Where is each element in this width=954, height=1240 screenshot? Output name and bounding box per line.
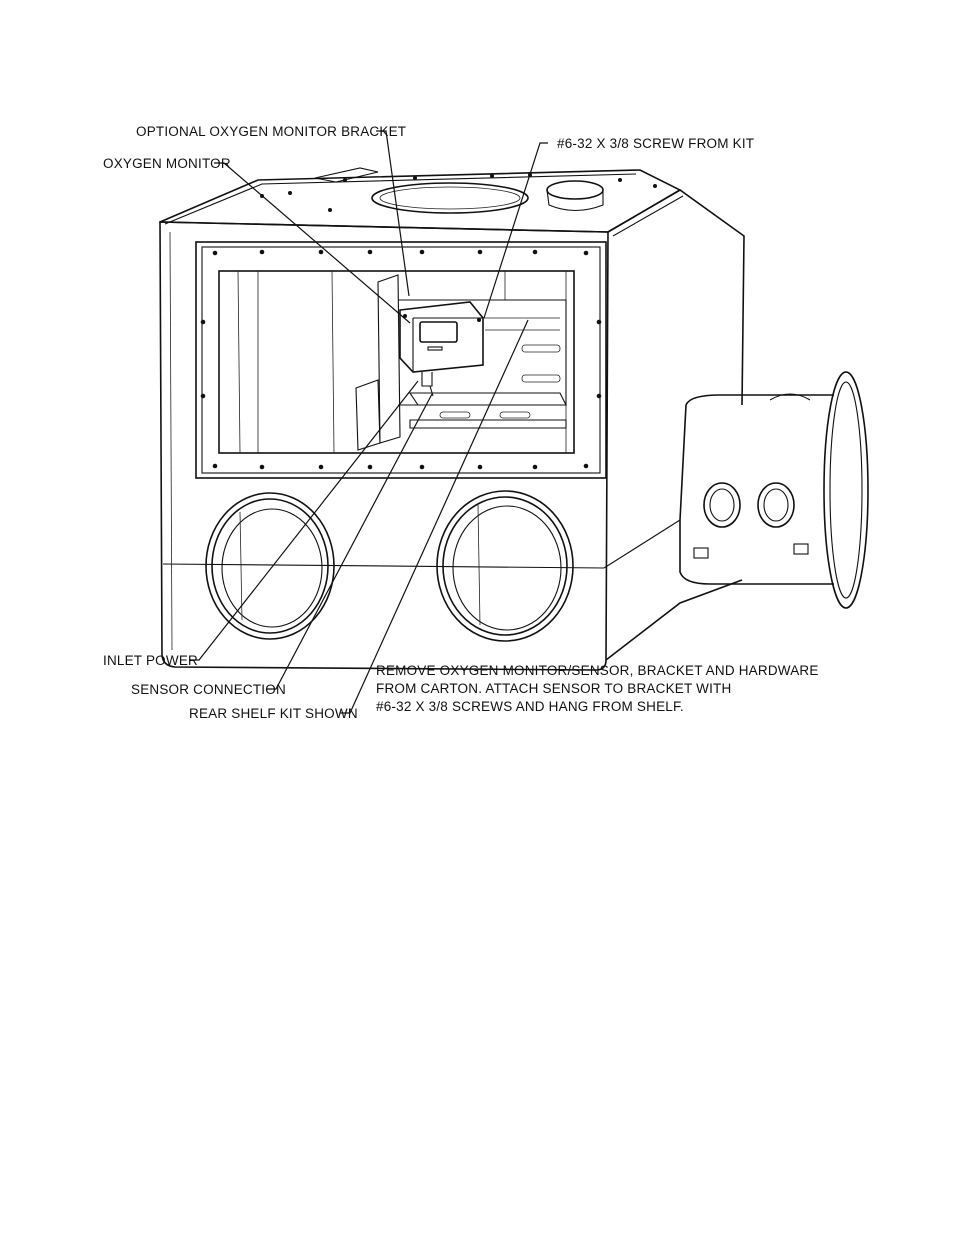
label-oxygen-monitor: OXYGEN MONITOR [103, 156, 231, 171]
instruction-note: REMOVE OXYGEN MONITOR/SENSOR, BRACKET AN… [376, 663, 819, 714]
antechamber [679, 371, 869, 609]
top-ports [260, 167, 657, 214]
label-rear-shelf-kit: REAR SHELF KIT SHOWN [189, 706, 358, 721]
interior [237, 270, 567, 454]
label-inlet-power: INLET POWER [103, 653, 198, 668]
label-screw-from-kit: #6-32 X 3/8 SCREW FROM KIT [557, 136, 754, 151]
instruction-line-2: FROM CARTON. ATTACH SENSOR TO BRACKET WI… [376, 681, 731, 696]
label-sensor-connection: SENSOR CONNECTION [131, 682, 286, 697]
callout-labels: OPTIONAL OXYGEN MONITOR BRACKET OXYGEN M… [103, 124, 754, 721]
glovebox-body [159, 169, 745, 671]
instruction-line-3: #6-32 X 3/8 SCREWS AND HANG FROM SHELF. [376, 699, 684, 714]
oxygen-monitor [399, 301, 484, 397]
label-optional-bracket: OPTIONAL OXYGEN MONITOR BRACKET [136, 124, 406, 139]
rear-shelf [355, 274, 567, 451]
instruction-line-1: REMOVE OXYGEN MONITOR/SENSOR, BRACKET AN… [376, 663, 819, 678]
leader-lines [189, 130, 548, 714]
glove-ports [205, 490, 574, 642]
